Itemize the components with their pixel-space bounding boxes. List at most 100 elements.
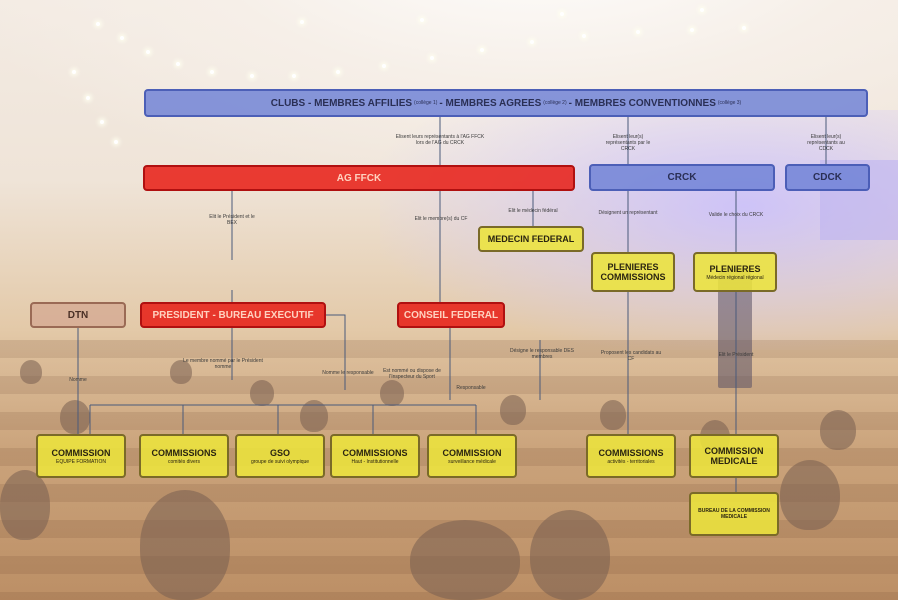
ceiling-light [742, 26, 746, 30]
ceiling-light [250, 74, 254, 78]
colleges-part1: CLUBS - MEMBRES AFFILIES [270, 97, 413, 109]
commission-title: COMMISSION [51, 447, 111, 458]
annotation-propose: Proposent les candidats au CF [600, 350, 662, 362]
commission-sub: groupe de suivi olympique [250, 458, 310, 465]
commission-surveillance-node: COMMISSION surveillance médicale [427, 434, 517, 478]
ceiling-light [582, 34, 586, 38]
colleges-part2: - MEMBRES AGREES [439, 97, 542, 109]
crck-label: CRCK [667, 172, 697, 183]
audience-head [530, 510, 610, 600]
audience-head [0, 470, 50, 540]
medecin-federal-node: MEDECIN FEDERAL [478, 226, 584, 252]
ceiling-light [100, 120, 104, 124]
plenieres-node: PLENIERES Médecin régional régional [693, 252, 777, 292]
commission-title: GSO [269, 447, 290, 458]
ceiling-light [382, 64, 386, 68]
ag-ffck-label: AG FFCK [336, 172, 382, 184]
commission-sub: MEDICALE [710, 456, 758, 466]
annotation-representants: Désigne le responsable DES membres [510, 348, 574, 360]
ceiling-light [530, 40, 534, 44]
ceiling-light [114, 140, 118, 144]
commission-title: COMMISSIONS [342, 447, 408, 458]
annotation-nomme-responsable: Nomme le responsable [322, 370, 374, 376]
conseil-federal-label: CONSEIL FEDERAL [403, 309, 499, 321]
annotation-elisent-cdck: Elisent leur(s) représentants au CDCK [807, 134, 845, 152]
audience-head [20, 360, 42, 384]
conseil-federal-node: CONSEIL FEDERAL [397, 302, 505, 328]
ceiling-light [420, 18, 424, 22]
commissions-divers-node: COMMISSIONS comités divers [139, 434, 229, 478]
bureau-commission-node: BUREAU DE LA COMMISSION MEDICALE [689, 492, 779, 536]
college1-note: (collège 1) [414, 100, 438, 106]
crck-node: CRCK [589, 164, 775, 191]
commission-title: COMMISSIONS [598, 447, 664, 458]
commission-title: COMMISSION [442, 447, 502, 458]
ceiling-light [336, 70, 340, 74]
audience-head [820, 410, 856, 450]
annotation-elit-membres: Elit le membre(s) du CF [414, 216, 468, 222]
commission-title: COMMISSIONS [151, 447, 217, 458]
commission-sub: EQUIPE FORMATION [56, 458, 106, 465]
commissions-institutionnelle-node: COMMISSIONS Haut - Institutionnelle [330, 434, 420, 478]
audience-head [140, 490, 230, 600]
plenieres-label: PLENIERES [709, 263, 761, 274]
cdck-node: CDCK [785, 164, 870, 191]
audience-head [600, 400, 626, 430]
college3-note: (collège 3) [717, 100, 742, 106]
president-bureau-node: PRESIDENT - BUREAU EXECUTIF [140, 302, 326, 328]
commission-sub: Haut - Institutionnelle [351, 458, 399, 465]
plenieres-commissions-label: PLENIERES COMMISSIONS [600, 262, 666, 282]
ceiling-light [72, 70, 76, 74]
ceiling-light [480, 48, 484, 52]
ceiling-light [560, 12, 564, 16]
members-colleges-bar: CLUBS - MEMBRES AFFILIES (collège 1) - M… [144, 89, 868, 117]
ceiling-light [120, 36, 124, 40]
annotation-elit-medecin: Elit le médecin fédéral [508, 208, 558, 214]
gso-node: GSO groupe de suivi olympique [235, 434, 325, 478]
ceiling-light [96, 22, 100, 26]
commission-sub: comités divers [168, 458, 200, 465]
ceiling-light [300, 20, 304, 24]
audience-head [380, 380, 404, 406]
audience-head [780, 460, 840, 530]
ceiling-light [292, 74, 296, 78]
dtn-label: DTN [67, 309, 89, 321]
annotation-responsable: Responsable [456, 385, 486, 391]
annotation-elit-president-crck: Elit le Président [718, 352, 754, 358]
cdck-label: CDCK [813, 172, 842, 183]
ceiling-light [86, 96, 90, 100]
audience-head [170, 360, 192, 384]
commission-sub: activités - territoriales [607, 458, 655, 465]
ceiling-light [700, 8, 704, 12]
annotation-elisent-crck: Elisent leur(s) représentants par le CRC… [605, 134, 651, 152]
annotation-nomme: Nomme [69, 377, 87, 383]
commission-medicale-node: COMMISSION MEDICALE [689, 434, 779, 478]
annotation-elisent-ag: Elisent leurs représentants à l'AG FFCK … [395, 134, 485, 146]
ceiling-light [176, 62, 180, 66]
commission-formation-node: COMMISSION EQUIPE FORMATION [36, 434, 126, 478]
annotation-valide: Valide le choix du CRCK [708, 212, 764, 218]
bureau-commission-label: BUREAU DE LA COMMISSION MEDICALE [698, 508, 770, 520]
audience-head [250, 380, 274, 406]
annotation-nomme-responsables: Le membre nommé par le Président nomme [183, 358, 263, 370]
plenieres-sub: Médecin régional régional [706, 274, 764, 281]
ceiling-light [146, 50, 150, 54]
commission-sub: surveillance médicale [448, 458, 496, 465]
plenieres-commissions-node: PLENIERES COMMISSIONS [591, 252, 675, 292]
annotation-est-nomme: Est nommé ou dispose de l'Inspecteur du … [383, 368, 441, 380]
president-bureau-label: PRESIDENT - BUREAU EXECUTIF [152, 309, 314, 321]
annotation-elit-president: Elit le Président et le BEX [209, 214, 255, 226]
medecin-federal-label: MEDECIN FEDERAL [487, 234, 575, 244]
commission-title: COMMISSION [704, 446, 764, 456]
audience-head [410, 520, 520, 600]
commissions-territoriales-node: COMMISSIONS activités - territoriales [586, 434, 676, 478]
dtn-node: DTN [30, 302, 126, 328]
audience-head [500, 395, 526, 425]
colleges-part3: - MEMBRES CONVENTIONNES [568, 97, 716, 109]
audience-head [60, 400, 90, 434]
ceiling-light [690, 28, 694, 32]
ceiling-light [210, 70, 214, 74]
annotation-designent: Désignent un représentant [598, 210, 658, 216]
